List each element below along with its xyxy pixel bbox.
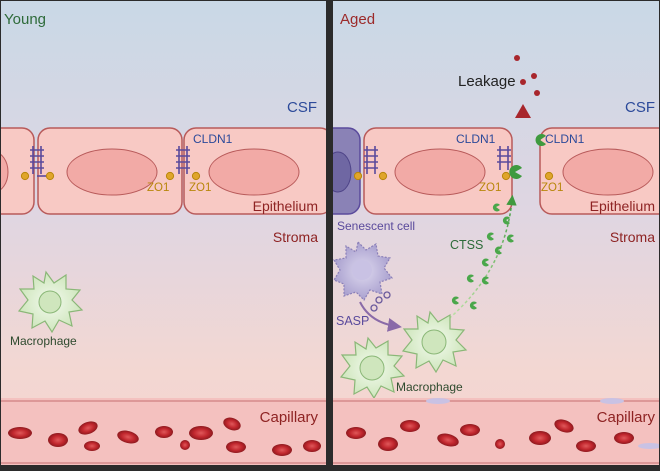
aged-leakage-label: Leakage [458,73,516,90]
young-csf-label: CSF [287,99,317,116]
aged-capillary [332,398,660,466]
young-title: Young [4,11,46,28]
aged-zo1-dot [544,171,554,181]
red-blood-cell [460,424,480,436]
aged-epithelium-label: Epithelium [590,198,655,214]
young-zo1-dot [45,171,55,181]
aged-endothelial-cell [600,398,624,404]
aged-cldn1-label-left: CLDN1 [456,132,496,146]
aged-tight-junction-disrupted [497,146,511,170]
young-epithelial-cell [0,127,35,215]
young-nucleus [66,148,158,196]
red-blood-cell [529,431,551,445]
young-epithelium-layer [0,127,327,215]
panel-young: Young CSF CLDN1 ZO1 ZO1 Epithelium [0,0,327,466]
red-blood-cell [614,432,634,444]
red-blood-cell [226,441,246,453]
aged-zo1-dot [501,171,511,181]
red-blood-cell [189,426,213,440]
ctss-particles [451,203,514,310]
red-blood-cell [48,433,68,447]
senescent-cell [333,240,394,301]
aged-zo1-label-right: ZO1 [541,182,563,194]
leakage-particles [514,55,540,96]
young-macrophage-label: Macrophage [10,334,77,348]
ctss-label: CTSS [450,238,483,252]
aged-nucleus [562,148,654,196]
sasp-particles [370,291,391,312]
young-zo1-dot [191,171,201,181]
red-blood-cell [155,426,173,438]
aged-cldn1-label-right: CLDN1 [545,132,585,146]
red-blood-cell [117,430,139,444]
young-epithelium-label: Epithelium [253,198,318,214]
sasp-label: SASP [336,314,369,328]
red-blood-cell [495,439,505,449]
aged-title: Aged [340,11,375,28]
red-blood-cell [180,440,190,450]
red-blood-cell [378,437,398,451]
aged-nucleus [394,148,486,196]
red-blood-cell [223,417,241,431]
red-blood-cell [272,444,292,456]
red-blood-cell [437,433,459,447]
panel-divider [327,0,332,466]
ctss-arrow [444,194,517,323]
young-zo1-label-right: ZO1 [189,182,211,194]
leakage-arrow-head [515,104,531,118]
red-blood-cell [554,419,574,433]
aged-senescent-nucleus [332,151,352,193]
aged-macrophage-cell [401,310,468,374]
young-background [0,0,327,466]
young-nucleus [208,148,300,196]
young-nucleus [0,153,9,191]
panel-aged: Aged CSF Leakage [332,0,660,466]
young-cldn1-label: CLDN1 [193,132,233,146]
aged-capillary-label: Capillary [597,409,656,426]
young-macrophage-cell [17,270,84,334]
young-zo1-dot [165,171,175,181]
red-blood-cell [346,427,366,439]
red-blood-cell [576,440,596,452]
red-blood-cell [78,421,98,435]
aged-zo1-label-left: ZO1 [479,182,501,194]
young-capillary-label: Capillary [260,409,319,426]
sasp-arrow [359,301,402,332]
red-blood-cell [84,441,100,451]
red-blood-cell [303,440,321,452]
aged-tight-junction-left [364,146,378,174]
young-capillary [0,398,327,466]
young-zo1-dot [20,171,30,181]
aged-zo1-dot [378,171,388,181]
young-tight-junction-right [176,146,190,174]
aged-endothelial-cell [426,398,450,404]
ctss-enzyme [535,134,546,147]
aged-macrophage-cell [339,336,406,400]
young-stroma-label: Stroma [273,229,318,245]
senescent-cell-label: Senescent cell [337,219,415,233]
young-zo1-label-left: ZO1 [147,182,169,194]
aged-stroma-label: Stroma [610,229,655,245]
ctss-enzyme [509,165,522,179]
aged-endothelial-cell [638,443,660,449]
red-blood-cell [400,420,420,432]
aged-macrophage-label: Macrophage [396,380,463,394]
red-blood-cell [8,427,32,439]
aged-zo1-dot [353,171,363,181]
aged-csf-label: CSF [625,99,655,116]
